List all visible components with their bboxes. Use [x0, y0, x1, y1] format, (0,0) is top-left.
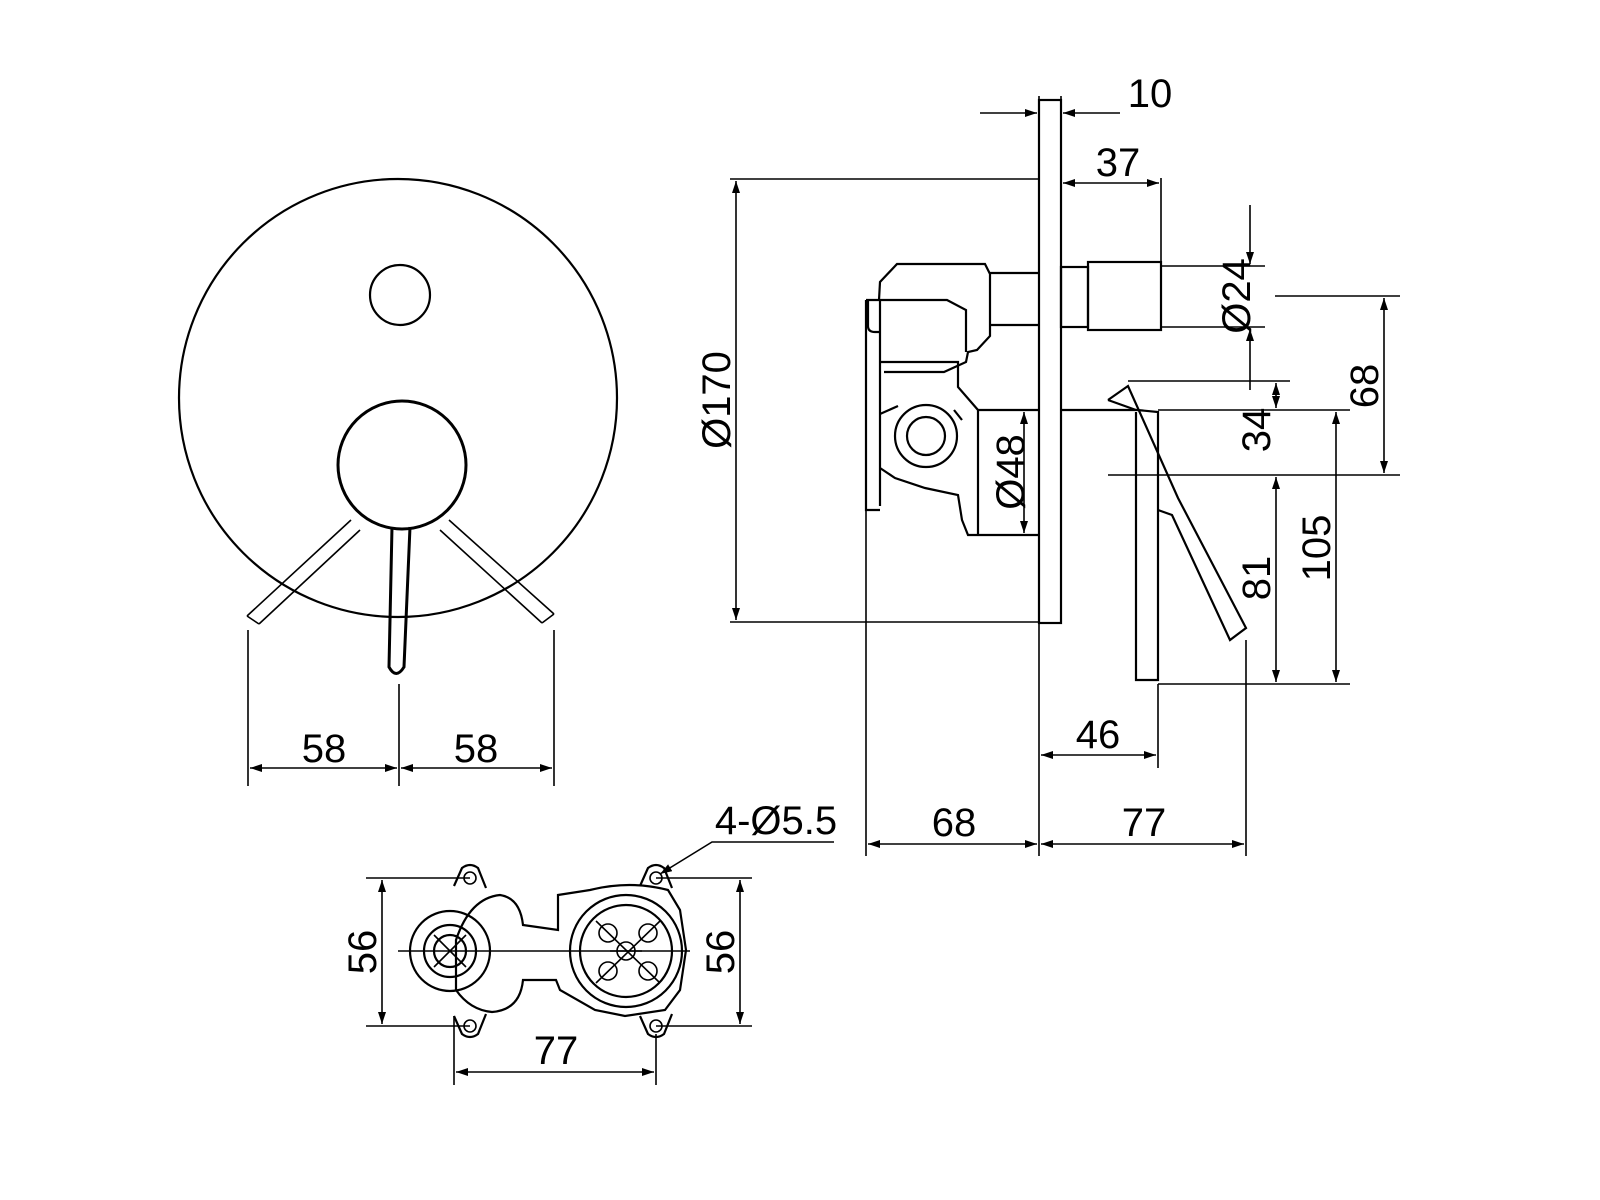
- valve-port-inner: [905, 415, 947, 457]
- dim-label-56-left: 56: [341, 930, 385, 975]
- diverter-knob-side: [1059, 265, 1090, 329]
- lever-ghost-left: [246, 519, 361, 625]
- diverter-knob: [368, 263, 432, 327]
- dim-label-46: 46: [1076, 713, 1121, 757]
- dim-label-37: 37: [1096, 141, 1141, 185]
- dim-label-left-58: 58: [302, 727, 347, 771]
- dim-label-right-58: 58: [454, 727, 499, 771]
- handle-lever-side: [1107, 384, 1248, 642]
- dim-label-diam-170: Ø170: [695, 351, 739, 449]
- dim-label-holes: 4-Ø5.5: [715, 799, 837, 843]
- valve-port-outer: [893, 403, 959, 469]
- leader-holes: [659, 841, 834, 875]
- dim-label-10: 10: [1128, 72, 1173, 116]
- bottom-view: 4-Ø5.5 56 56 77: [341, 799, 837, 1085]
- mounting-lug-top-right: [638, 863, 674, 889]
- dim-label-diam-24: Ø24: [1215, 258, 1259, 334]
- handle-body-side: [1061, 408, 1160, 682]
- lever-ghost-right: [439, 519, 555, 624]
- wall-plate: [1037, 98, 1063, 625]
- dim-label-77-bottom: 77: [534, 1029, 579, 1073]
- valve-body-outline: [454, 883, 688, 1018]
- mounting-lug-top-left: [452, 863, 488, 889]
- handle-hub: [336, 399, 468, 531]
- diverter-cartridge-body: [877, 262, 992, 374]
- dim-label-diam-48: Ø48: [989, 434, 1033, 510]
- cartridge-ports: [595, 920, 661, 984]
- dim-label-56-right: 56: [699, 930, 743, 975]
- side-view: 10 37 Ø170 Ø24 Ø48 68 34 81 105: [695, 72, 1400, 856]
- dim-label-105: 105: [1295, 515, 1339, 582]
- front-view: 58 58: [177, 177, 619, 786]
- valve-body: [879, 360, 1039, 537]
- handle-lever: [387, 526, 412, 675]
- dim-label-77-side: 77: [1122, 801, 1167, 845]
- dim-label-68-right: 68: [1343, 364, 1387, 409]
- dim-label-68-bottom: 68: [932, 801, 977, 845]
- cover-plate: [177, 177, 619, 619]
- dim-label-34: 34: [1235, 408, 1279, 453]
- dim-label-81: 81: [1235, 556, 1279, 601]
